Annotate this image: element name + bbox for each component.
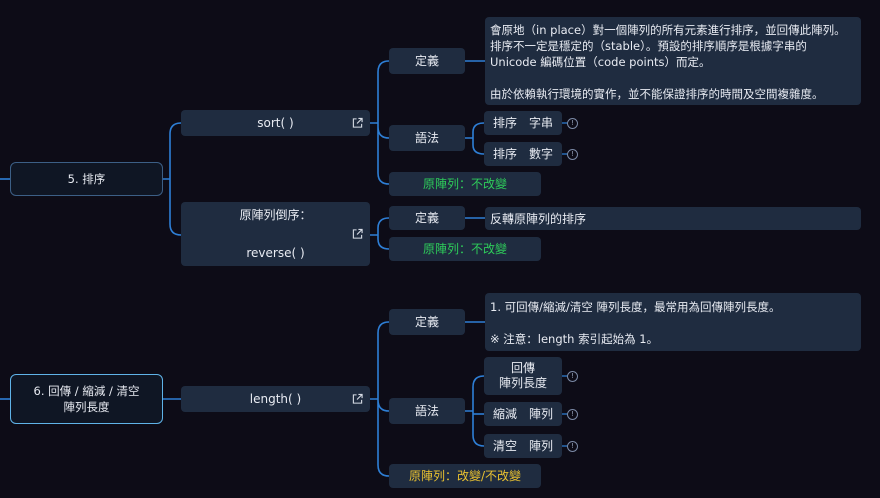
reverse-definition-node[interactable]: 定義 xyxy=(389,206,465,230)
sort-definition-label: 定義 xyxy=(414,54,439,68)
reverse-label-line1: 原陣列倒序： xyxy=(239,208,312,222)
external-link-icon[interactable] xyxy=(352,117,363,129)
sort-syntax-label: 語法 xyxy=(414,131,439,145)
reverse-label-line2: reverse( ) xyxy=(246,246,305,260)
info-icon[interactable]: ! xyxy=(567,371,578,382)
external-link-icon[interactable] xyxy=(352,228,363,240)
reverse-method-node[interactable]: 原陣列倒序： reverse( ) xyxy=(181,202,370,266)
length-definition-text: 1. 可回傳/縮減/清空 陣列長度，最常用為回傳陣列長度。 ※ 注意：lengt… xyxy=(485,293,861,351)
sort-string-label: 排序 字串 xyxy=(492,116,553,130)
external-link-icon[interactable] xyxy=(352,393,363,405)
length-syntax-label: 語法 xyxy=(414,404,439,418)
info-icon[interactable]: ! xyxy=(567,441,578,452)
reverse-definition-text: 反轉原陣列的排序 xyxy=(485,207,861,230)
sort-original-node[interactable]: 原陣列：不改變 xyxy=(389,172,541,196)
sort-definition-text: 會原地（in place）對一個陣列的所有元素進行排序，並回傳此陣列。 排序不一… xyxy=(485,17,861,105)
length-definition-node[interactable]: 定義 xyxy=(389,309,465,335)
reverse-original-node[interactable]: 原陣列：不改變 xyxy=(389,237,541,261)
reverse-definition-content: 反轉原陣列的排序 xyxy=(490,211,587,226)
reverse-original-label: 原陣列：不改變 xyxy=(422,242,507,256)
length-root-line2: 陣列長度 xyxy=(63,400,110,414)
reverse-definition-label: 定義 xyxy=(414,211,439,225)
length-root-line1: 6. 回傳 / 縮減 / 清空 xyxy=(33,384,140,398)
length-return-line2: 陣列長度 xyxy=(498,376,547,390)
length-clear-label: 清空 陣列 xyxy=(492,439,553,453)
length-shrink-label: 縮減 陣列 xyxy=(492,407,553,421)
sort-method-label: sort( ) xyxy=(257,116,294,130)
length-return-node[interactable]: 回傳 陣列長度 xyxy=(484,357,562,395)
length-method-label: length( ) xyxy=(249,392,302,406)
length-syntax-node[interactable]: 語法 xyxy=(389,398,465,424)
sort-root-node[interactable]: 5. 排序 xyxy=(10,162,163,196)
length-original-label: 原陣列：改變/不改變 xyxy=(408,469,522,483)
sort-number-node[interactable]: 排序 數字 xyxy=(484,142,562,166)
sort-method-node[interactable]: sort( ) xyxy=(181,110,370,136)
length-clear-node[interactable]: 清空 陣列 xyxy=(484,434,562,458)
sort-string-node[interactable]: 排序 字串 xyxy=(484,111,562,135)
length-shrink-node[interactable]: 縮減 陣列 xyxy=(484,402,562,426)
length-return-line1: 回傳 xyxy=(510,361,535,375)
length-definition-label: 定義 xyxy=(414,315,439,329)
info-icon[interactable]: ! xyxy=(567,118,578,129)
sort-number-label: 排序 數字 xyxy=(492,147,553,161)
length-original-node[interactable]: 原陣列：改變/不改變 xyxy=(389,464,541,488)
info-icon[interactable]: ! xyxy=(567,149,578,160)
length-method-node[interactable]: length( ) xyxy=(181,386,370,412)
sort-definition-node[interactable]: 定義 xyxy=(389,48,465,74)
info-icon[interactable]: ! xyxy=(567,409,578,420)
sort-original-label: 原陣列：不改變 xyxy=(422,177,507,191)
length-root-node[interactable]: 6. 回傳 / 縮減 / 清空 陣列長度 xyxy=(10,374,163,424)
sort-syntax-node[interactable]: 語法 xyxy=(389,125,465,151)
sort-root-label: 5. 排序 xyxy=(67,172,106,186)
